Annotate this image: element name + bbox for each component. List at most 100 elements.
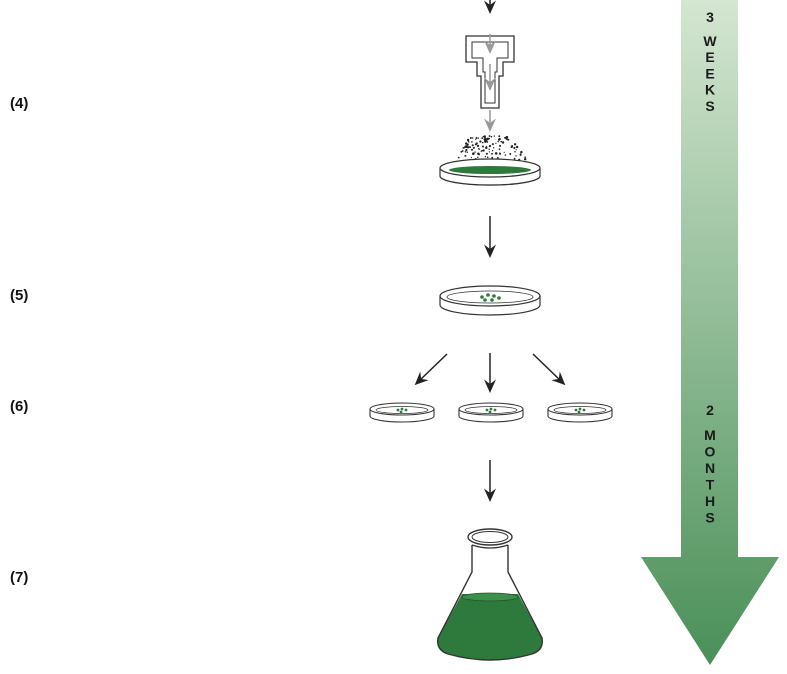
- step-label-5: (5): [10, 287, 29, 304]
- petri-dish-step4: [439, 158, 541, 186]
- spray-dot: [491, 156, 494, 159]
- spray-dot: [476, 144, 480, 148]
- timeline-number-months: 2: [706, 402, 714, 418]
- timeline-letter: H: [705, 493, 715, 509]
- spray-dot: [464, 145, 467, 148]
- petri-dish-step6-center: [458, 402, 524, 423]
- spray-dot: [477, 156, 479, 159]
- spray-dot: [515, 145, 519, 149]
- spray-dot: [484, 156, 487, 158]
- spray-dot: [471, 141, 473, 143]
- spray-dot: [491, 143, 494, 146]
- spray-dot: [494, 152, 498, 155]
- spray-dot: [470, 148, 474, 151]
- spray-dot: [464, 155, 467, 157]
- arrows-5-to-6: [414, 353, 566, 393]
- timeline-letter: T: [706, 477, 715, 493]
- timeline-letter: K: [705, 82, 715, 98]
- spray-dot: [499, 144, 502, 147]
- spray-dot: [515, 149, 517, 151]
- spray-dot: [481, 137, 484, 140]
- spray-dot: [466, 151, 469, 153]
- spray-dot: [467, 140, 470, 143]
- spray-dot: [480, 150, 483, 152]
- spray-dot: [475, 137, 478, 139]
- spray-dot: [460, 150, 463, 153]
- timeline-letter: M: [704, 427, 716, 443]
- spray-dot: [469, 146, 471, 149]
- spray-dot: [491, 150, 494, 152]
- spray-dot: [463, 146, 465, 149]
- spray-dot: [488, 137, 490, 140]
- spray-dot: [488, 148, 490, 151]
- spray-dot: [469, 137, 472, 139]
- spray-dot: [477, 148, 480, 150]
- spray-dot: [482, 149, 485, 152]
- spray-dot: [515, 155, 517, 157]
- spray-dot: [491, 152, 493, 155]
- spray-dot: [513, 143, 517, 146]
- colonies-step5: [480, 293, 501, 302]
- timeline-letter: N: [705, 460, 715, 476]
- spray-dot: [474, 151, 476, 153]
- spray-dot: [466, 146, 470, 149]
- spray-dot: [504, 136, 507, 139]
- petri-dish-step6-left: [369, 402, 435, 423]
- spray-dot: [513, 146, 516, 150]
- spray-dot: [484, 136, 486, 139]
- spray-dot: [472, 146, 475, 149]
- spray-dot: [519, 153, 522, 156]
- spray-dot: [465, 148, 468, 152]
- spray-dot: [470, 156, 473, 159]
- spray-dot: [461, 150, 464, 152]
- spray-dot: [501, 141, 505, 144]
- timeline-letter: S: [705, 98, 714, 114]
- spray-dot: [492, 147, 495, 149]
- spray-dot: [482, 135, 485, 138]
- spray-dot: [466, 138, 470, 142]
- spray-dot: [520, 150, 523, 154]
- spray-dot: [498, 148, 501, 151]
- spray-dot: [503, 151, 505, 154]
- erlenmeyer-flask: [437, 528, 543, 661]
- spray-dot: [500, 140, 503, 143]
- spray-dot: [475, 142, 478, 145]
- spray-dot: [485, 146, 488, 148]
- spray-dot: [524, 158, 527, 161]
- spray-dot: [505, 137, 508, 140]
- spray-dot: [483, 138, 487, 141]
- spray-dot: [524, 156, 527, 159]
- spray-dot: [504, 154, 507, 156]
- spray-dot: [471, 144, 474, 147]
- spray-dot: [479, 140, 482, 143]
- step-label-6: (6): [10, 398, 29, 415]
- step-label-4: (4): [10, 95, 29, 112]
- petri-dish-step5: [439, 285, 541, 316]
- spray-dot: [498, 135, 501, 138]
- spray-dot: [486, 140, 489, 143]
- spray-dot: [497, 140, 499, 143]
- timeline-letter: E: [705, 65, 714, 81]
- spray-dot: [475, 138, 477, 140]
- spray-dot: [509, 153, 512, 155]
- spray-dot: [514, 151, 516, 153]
- timeline-number-weeks: 3: [706, 9, 714, 25]
- timeline-letter: E: [705, 49, 714, 65]
- spray-dot: [488, 144, 491, 148]
- spray-dot: [457, 156, 460, 159]
- cell-spray: [457, 135, 527, 162]
- timeline-letter: W: [703, 33, 717, 49]
- spray-dot: [507, 138, 510, 141]
- spray-dot: [477, 152, 480, 155]
- spray-dot: [495, 142, 497, 145]
- spray-dot: [498, 137, 501, 141]
- step-label-7: (7): [10, 569, 29, 586]
- spray-dot: [485, 152, 488, 155]
- spray-dot: [490, 135, 493, 138]
- timeline-arrow: [641, 0, 779, 665]
- spray-dot: [493, 135, 495, 137]
- spray-dot: [511, 145, 514, 147]
